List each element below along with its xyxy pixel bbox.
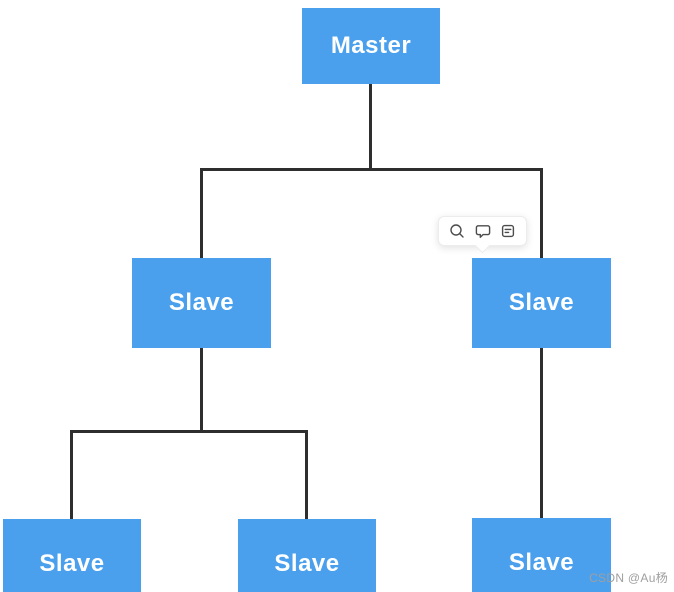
node-slave-left-label: Slave xyxy=(168,289,235,316)
watermark: CSDN @Au杨 xyxy=(589,571,668,585)
connector-drop-bottom-1 xyxy=(70,430,73,519)
node-master-label: Master xyxy=(330,32,412,59)
connector-top-horizontal xyxy=(200,168,543,171)
node-slave-left: Slave xyxy=(132,258,271,348)
node-slave-bottom-right-label: Slave xyxy=(508,549,575,576)
note-icon xyxy=(500,223,516,239)
node-slave-right: Slave xyxy=(472,258,611,348)
connector-drop-bottom-2 xyxy=(305,430,308,519)
node-slave-bottom-right: Slave xyxy=(472,518,611,592)
magnifier-icon xyxy=(449,223,465,239)
connector-slave-right-trunk xyxy=(540,348,543,518)
connector-drop-slave-left xyxy=(200,168,203,258)
comment-button[interactable] xyxy=(474,222,492,240)
connector-slave-left-trunk xyxy=(200,348,203,433)
note-button[interactable] xyxy=(499,222,517,240)
image-toolbar-popover xyxy=(438,216,527,246)
node-slave-bottom-2: Slave xyxy=(238,519,376,592)
magnifier-button[interactable] xyxy=(448,222,466,240)
connector-lower-horizontal xyxy=(70,430,308,433)
connector-master-trunk xyxy=(369,84,372,170)
node-slave-bottom-2-label: Slave xyxy=(274,550,340,577)
node-slave-bottom-1-label: Slave xyxy=(39,550,105,577)
node-slave-right-label: Slave xyxy=(508,289,575,316)
node-slave-bottom-1: Slave xyxy=(3,519,141,592)
comment-icon xyxy=(475,223,491,239)
connector-drop-slave-right xyxy=(540,168,543,258)
node-master: Master xyxy=(302,8,440,84)
